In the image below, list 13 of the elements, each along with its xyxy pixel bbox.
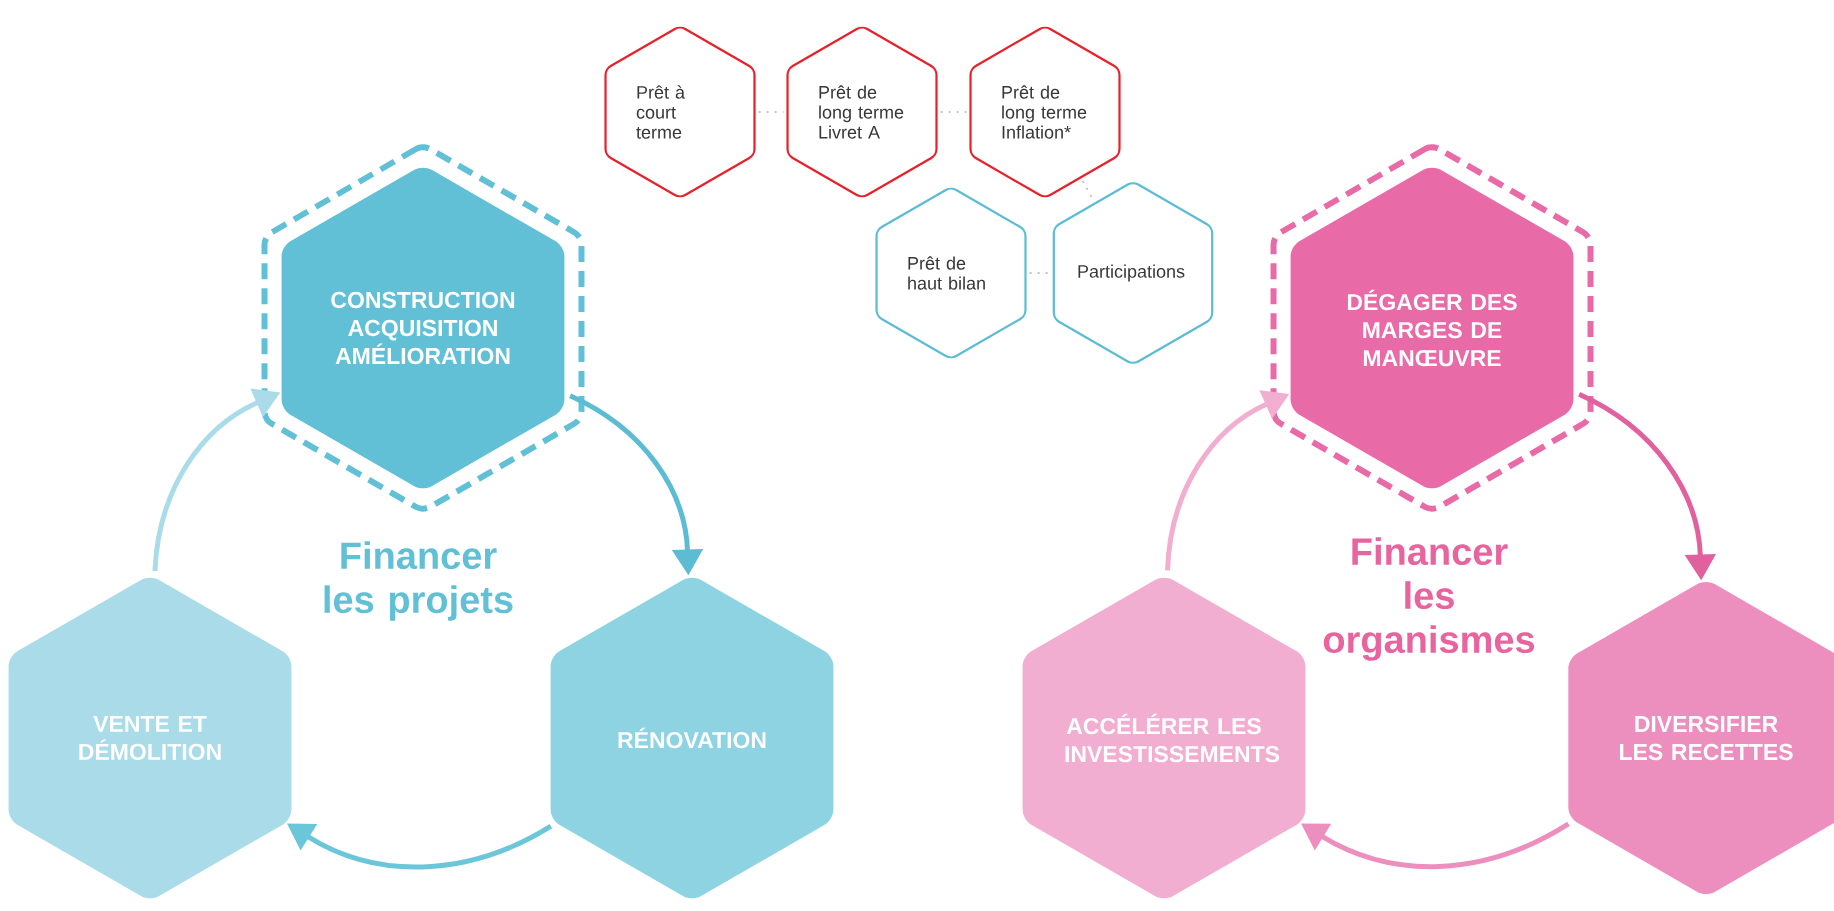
hexagon: Prêt de long terme Inflation* [969,26,1121,198]
hexagon: Prêt à court terme [604,26,756,198]
cycle-title: Financer les projets [324,541,513,621]
hexagon: Prêt de long terme Livret A [786,26,938,198]
hexagon: RÉNOVATION [550,577,834,899]
hexagon: ACCÉLÉRER LES INVESTISSEMENTS [1022,577,1306,899]
cycle-title: Financer les organismes [1323,537,1535,661]
hexagon: DÉGAGER DES MARGES DE MANŒUVRE [1270,144,1594,512]
hexagon: CONSTRUCTION ACQUISITION AMÉLIORATION [261,144,585,512]
hexagon: Participations [1052,182,1214,364]
hexagon: Prêt de haut bilan [875,187,1027,359]
hexagon: VENTE ET DÉMOLITION [8,577,292,899]
hexagon: DIVERSIFIER LES RECETTES [1568,581,1834,895]
